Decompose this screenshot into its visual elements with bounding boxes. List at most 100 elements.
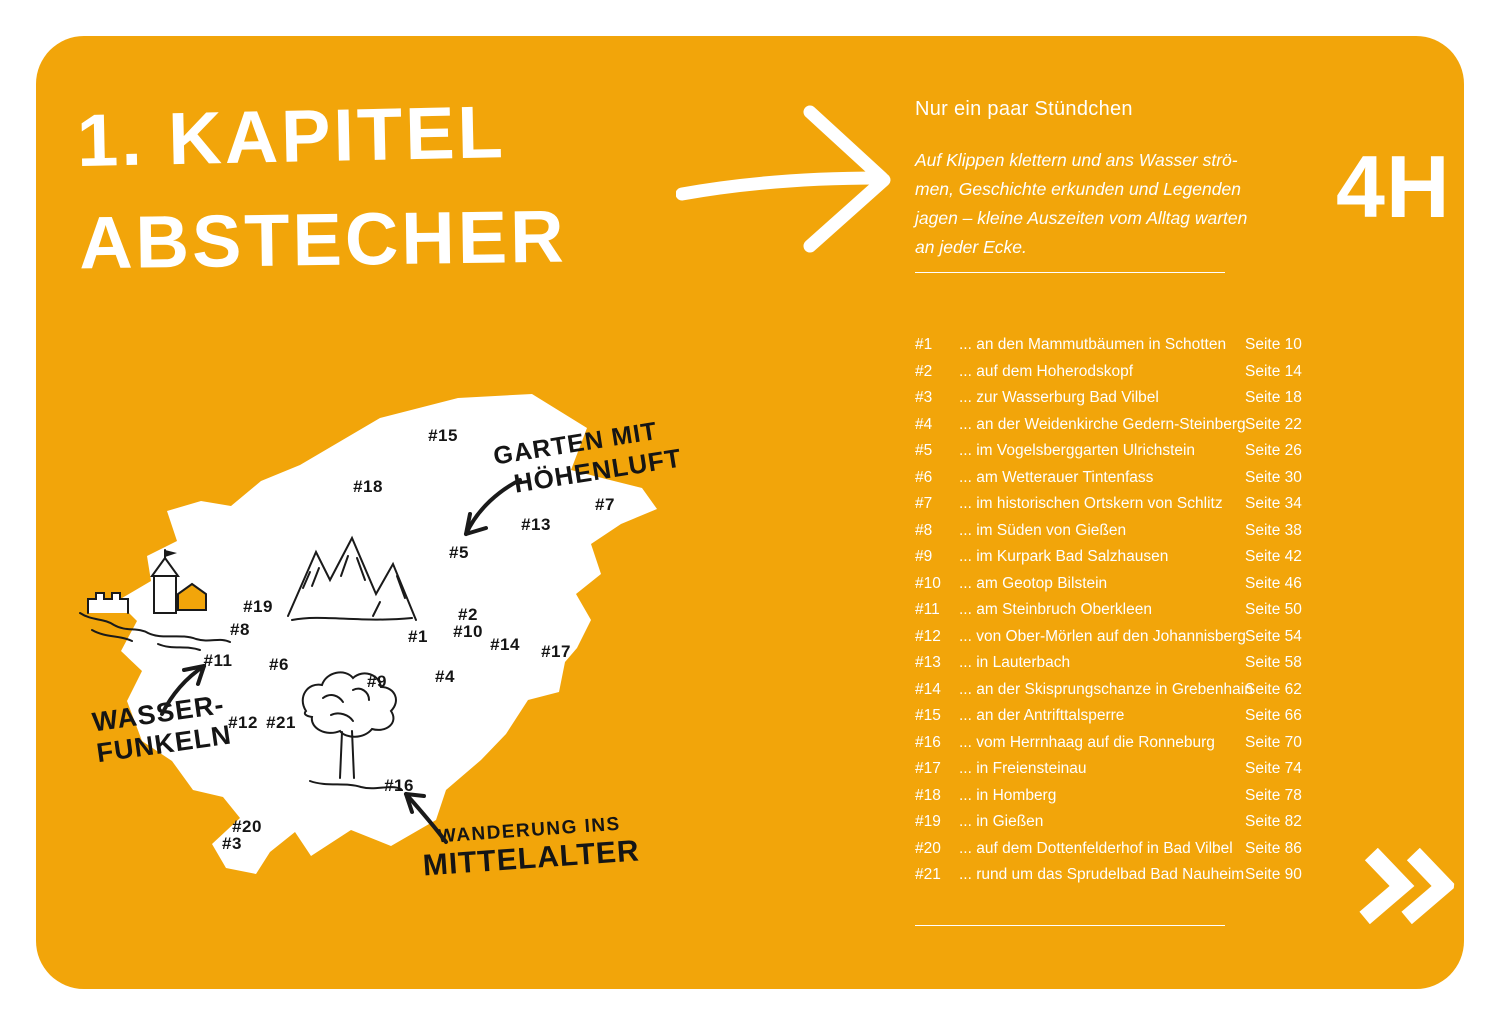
toc-entry-number: #7 bbox=[915, 495, 933, 513]
toc-entry-page: Seite 50 bbox=[1245, 601, 1302, 619]
toc-entry-title: ... im Süden von Gießen bbox=[959, 521, 1127, 539]
chapter-title-line2: ABSTECHER bbox=[78, 194, 568, 285]
map-marker: #10 bbox=[453, 622, 483, 641]
wasser-arrow-icon bbox=[160, 664, 206, 716]
map-marker: #7 bbox=[595, 495, 615, 514]
toc-entry-title: ... in Lauterbach bbox=[959, 654, 1071, 672]
toc-entry-title: ... an den Mammutbäumen in Schotten bbox=[959, 336, 1227, 354]
map-marker: #4 bbox=[435, 667, 455, 686]
toc-entry-number: #15 bbox=[915, 707, 941, 725]
hand-drawn-arrow-icon bbox=[676, 105, 891, 253]
toc-entry-page: Seite 58 bbox=[1245, 654, 1302, 672]
next-page-chevrons-icon[interactable] bbox=[1354, 848, 1458, 924]
toc-entry-number: #14 bbox=[915, 680, 941, 698]
map-marker: #14 bbox=[490, 635, 520, 654]
toc-row: #7 ... im historischen Ortskern von Schli… bbox=[915, 491, 1302, 518]
toc-entry-page: Seite 38 bbox=[1245, 521, 1302, 539]
toc-entry-title: ... rund um das Sprudelbad Bad Nauheim bbox=[959, 866, 1245, 884]
toc-entry-title: ... an der Weidenkirche Gedern-Steinberg bbox=[959, 415, 1246, 433]
map-marker: #17 bbox=[541, 642, 571, 661]
intro-line: jagen – kleine Auszeiten vom Alltag wart… bbox=[915, 208, 1248, 228]
map-marker: #21 bbox=[266, 713, 296, 732]
divider-top bbox=[915, 272, 1225, 273]
toc-entry-number: #2 bbox=[915, 362, 933, 380]
toc-entry-page: Seite 86 bbox=[1245, 839, 1302, 857]
chapter-title-line1: 1. KAPITEL bbox=[76, 90, 507, 183]
toc-entry-number: #11 bbox=[915, 601, 940, 619]
tree-illustration bbox=[301, 671, 402, 790]
toc-entry-page: Seite 22 bbox=[1245, 415, 1302, 433]
toc-entry-title: ... im Vogelsberggarten Ulrichstein bbox=[959, 442, 1196, 460]
toc-entry-page: Seite 54 bbox=[1245, 627, 1302, 645]
toc-entry-title: ... von Ober-Mörlen auf den Johannisberg bbox=[959, 627, 1246, 645]
map-marker: #5 bbox=[449, 543, 469, 562]
toc-entry-title: ... in Gießen bbox=[959, 813, 1044, 831]
map-marker: #13 bbox=[521, 515, 551, 534]
toc-entry-title: ... am Wetterauer Tintenfass bbox=[959, 468, 1154, 486]
section-intro-text: Auf Klippen klettern und ans Wasser strö… bbox=[915, 146, 1255, 262]
toc-entry-title: ... auf dem Hoherodskopf bbox=[959, 362, 1134, 380]
region-map-shape bbox=[79, 394, 657, 874]
toc-entry-number: #3 bbox=[915, 389, 933, 407]
map-marker: #12 bbox=[228, 713, 258, 732]
toc-entry-page: Seite 34 bbox=[1245, 495, 1302, 513]
toc-entry-number: #10 bbox=[915, 574, 941, 592]
map-marker: #16 bbox=[384, 776, 414, 795]
region-map: #1#2#3#4#5#6#7#8#9#10#11#12#13#14#15#16#… bbox=[60, 380, 680, 890]
toc-entry-page: Seite 90 bbox=[1245, 866, 1302, 884]
toc-entry-number: #16 bbox=[915, 733, 941, 751]
toc-row: #6 ... am Wetterauer Tintenfass Seite 30 bbox=[915, 465, 1302, 492]
toc-entry-title: ... zur Wasserburg Bad Vilbel bbox=[959, 389, 1159, 407]
toc-entry-title: ... an der Skisprungschanze in Grebenhai… bbox=[959, 680, 1253, 698]
toc-entry-title: ... im Kurpark Bad Salzhausen bbox=[959, 548, 1169, 566]
map-marker: #11 bbox=[203, 651, 233, 670]
mountain-illustration bbox=[287, 535, 417, 621]
toc-entry-page: Seite 66 bbox=[1245, 707, 1302, 725]
toc-entry-title: ... am Steinbruch Oberkleen bbox=[959, 601, 1152, 619]
intro-line: men, Geschichte erkunden und Legenden bbox=[915, 179, 1241, 199]
toc-row: #12... von Ober-Mörlen auf den Johannisb… bbox=[915, 624, 1302, 651]
toc-row: #3 ... zur Wasserburg Bad Vilbel Seite 18 bbox=[915, 385, 1302, 412]
toc-row: #21 ... rund um das Sprudelbad Bad Nauhei… bbox=[915, 862, 1302, 889]
wanderung-arrow-icon bbox=[404, 792, 448, 844]
map-marker: #8 bbox=[230, 620, 250, 639]
divider-bottom bbox=[915, 925, 1225, 926]
toc-entry-page: Seite 42 bbox=[1245, 548, 1302, 566]
garten-arrow-icon bbox=[464, 478, 522, 536]
toc-entry-title: ... im historischen Ortskern von Schlitz bbox=[959, 495, 1223, 513]
toc-entry-page: Seite 82 bbox=[1245, 813, 1302, 831]
toc-entry-number: #13 bbox=[915, 654, 941, 672]
toc-entry-title: ... in Freiensteinau bbox=[959, 760, 1087, 778]
toc-entry-page: Seite 46 bbox=[1245, 574, 1302, 592]
toc-entry-number: #21 bbox=[915, 866, 941, 884]
toc-entry-page: Seite 78 bbox=[1245, 786, 1302, 804]
toc-entry-number: #4 bbox=[915, 415, 933, 433]
toc-entry-page: Seite 18 bbox=[1245, 389, 1302, 407]
toc-entry-number: #20 bbox=[915, 839, 941, 857]
toc-entry-number: #6 bbox=[915, 468, 933, 486]
toc-entry-page: Seite 26 bbox=[1245, 442, 1302, 460]
chapter-card: 1. KAPITEL ABSTECHER Nur ein paar Stündc… bbox=[36, 36, 1464, 989]
chapter-title: 1. KAPITEL ABSTECHER bbox=[76, 79, 568, 297]
region-outline bbox=[117, 394, 657, 874]
toc-entry-page: Seite 30 bbox=[1245, 468, 1302, 486]
map-marker: #9 bbox=[367, 672, 387, 691]
toc-row: #5 ... im Vogelsberggarten Ulrichstein Sei… bbox=[915, 438, 1302, 465]
toc-entry-title: ... vom Herrnhaag auf die Ronneburg bbox=[959, 733, 1215, 751]
toc-row: #13 ... in Lauterbach Seite 58 bbox=[915, 650, 1302, 677]
map-marker: #20 bbox=[232, 817, 262, 836]
toc-row: #11 ... am Steinbruch Oberkleen Seite 50 bbox=[915, 597, 1302, 624]
toc-entry-number: #5 bbox=[915, 442, 933, 460]
intro-line: an jeder Ecke. bbox=[915, 237, 1027, 257]
toc-row: #20... auf dem Dottenfelderhof in Bad Vi… bbox=[915, 836, 1302, 863]
toc-entry-number: #19 bbox=[915, 813, 941, 831]
map-marker: #6 bbox=[269, 655, 289, 674]
